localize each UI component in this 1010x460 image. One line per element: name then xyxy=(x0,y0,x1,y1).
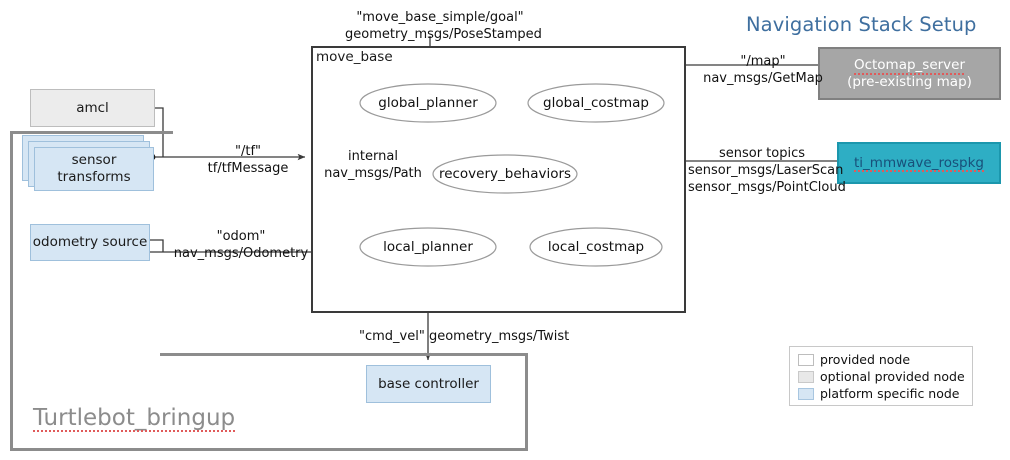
turtlebot-bringup-frame-bottom xyxy=(10,353,528,451)
turtlebot-bringup-caption: Turtlebot_bringup xyxy=(33,405,236,432)
move-base-label: move_base xyxy=(316,49,393,65)
topic-label-sensors-line1: sensor topics xyxy=(718,146,806,161)
topic-label-internal: internal nav_msgs/Path xyxy=(321,149,425,183)
node-global-planner-label[interactable]: global_planner xyxy=(378,95,478,111)
node-octomap-server[interactable]: Octomap_server (pre-existing map) xyxy=(818,47,1001,100)
node-global-costmap-label[interactable]: global_costmap xyxy=(543,95,649,111)
topic-label-goal: "move_base_simple/goal" geometry_msgs/Po… xyxy=(345,10,542,44)
topic-label-sensors-line2: sensor_msgs/LaserScan xyxy=(688,162,844,178)
topic-label-tf: "/tf" tf/tfMessage xyxy=(193,144,303,178)
topic-label-tf-line2: tf/tfMessage xyxy=(207,160,289,176)
node-local-planner-label[interactable]: local_planner xyxy=(383,239,473,255)
topic-label-tf-line1: "/tf" xyxy=(234,144,261,159)
topic-label-goal-line2: geometry_msgs/PoseStamped xyxy=(345,26,542,42)
topic-label-map-line2: nav_msgs/GetMap xyxy=(703,70,823,86)
node-octomap-server-line1: Octomap_server xyxy=(853,56,966,75)
node-amcl[interactable]: amcl xyxy=(30,89,155,127)
legend-label-optional-provided-node: optional provided node xyxy=(820,369,965,384)
node-odometry-source[interactable]: odometry source xyxy=(30,224,150,261)
node-ti-mmwave-rospkg[interactable]: ti_mmwave_rospkg xyxy=(837,142,1001,184)
node-base-controller[interactable]: base controller xyxy=(366,365,491,403)
topic-label-map: "/map" nav_msgs/GetMap xyxy=(688,54,838,88)
legend-swatch-platform-specific-node xyxy=(798,387,814,400)
turtlebot-bringup-frame-top xyxy=(10,131,173,356)
topic-label-internal-line1: internal xyxy=(348,149,398,164)
topic-label-odom-line1: "odom" xyxy=(216,229,266,244)
turtlebot-bringup-caption-text: Turtlebot_bringup xyxy=(33,405,236,432)
topic-label-goal-line1: "move_base_simple/goal" xyxy=(356,10,524,25)
legend-label-provided-node: provided node xyxy=(820,352,911,367)
legend-label-platform-specific-node: platform specific node xyxy=(820,386,960,401)
topic-label-map-line1: "/map" xyxy=(740,54,786,69)
node-sensor-transforms[interactable]: sensor transforms xyxy=(34,147,154,191)
legend-row-provided-node: provided node xyxy=(798,351,972,368)
topic-label-internal-line2: nav_msgs/Path xyxy=(324,165,422,181)
node-octomap-server-line2: (pre-existing map) xyxy=(847,73,972,90)
topic-label-sensors: sensor topics sensor_msgs/LaserScan sens… xyxy=(688,146,846,197)
page-title: Navigation Stack Setup xyxy=(746,13,977,36)
topic-label-cmdvel: "cmd_vel" geometry_msgs/Twist xyxy=(359,329,570,344)
legend: provided node optional provided node pla… xyxy=(789,346,973,406)
legend-swatch-provided-node xyxy=(798,353,814,366)
node-local-costmap-label[interactable]: local_costmap xyxy=(547,239,645,255)
turtlebot-bringup-frame-join xyxy=(160,353,528,356)
topic-label-odom: "odom" nav_msgs/Odometry xyxy=(163,229,319,263)
legend-row-platform-specific-node: platform specific node xyxy=(798,385,972,402)
legend-row-optional-provided-node: optional provided node xyxy=(798,368,972,385)
node-ti-mmwave-rospkg-label: ti_mmwave_rospkg xyxy=(854,154,984,173)
topic-label-sensors-line3: sensor_msgs/PointCloud xyxy=(688,179,846,195)
topic-label-odom-line2: nav_msgs/Odometry xyxy=(173,245,309,261)
legend-swatch-optional-provided-node xyxy=(798,370,814,383)
node-recovery-behaviors-label[interactable]: recovery_behaviors xyxy=(438,166,572,182)
